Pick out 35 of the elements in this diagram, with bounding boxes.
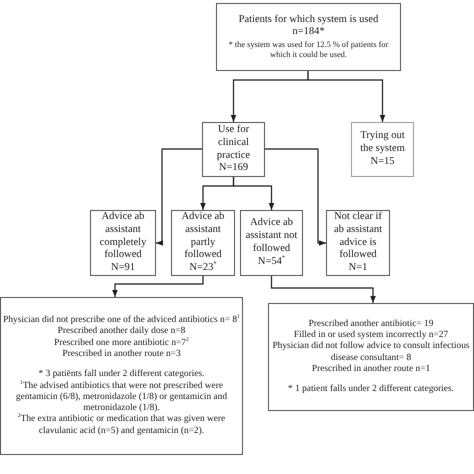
node-text: Physician did not prescribe one of the adviced antibiotics n= 8$^{1}$ bbox=[3, 315, 240, 326]
footnote: * 3 patiënts fall under 2 different categories. bbox=[38, 369, 204, 380]
node-text: Patients for which system is used n=184* bbox=[238, 14, 380, 40]
footnote: $^{1}$The advised antibiotics that were not prescribed were gentamicin (6/8), metronidazole (1/8) or gentamicin and metronidazole (1/8). bbox=[14, 380, 228, 414]
process-box bbox=[216, 3, 401, 71]
note-box bbox=[268, 303, 474, 411]
node-text: Physician did not follow advice to consult infectious disease consultant= 8 bbox=[271, 341, 471, 364]
note-box bbox=[0, 297, 243, 455]
process-box bbox=[326, 210, 390, 276]
arrow bbox=[112, 276, 204, 297]
arrow bbox=[307, 71, 386, 122]
node-text: Prescribed in another route n=1 bbox=[312, 364, 430, 376]
process-box bbox=[90, 210, 156, 276]
footnote: * the system was used for 12.5 % of patients for which it could be used. bbox=[228, 40, 388, 60]
arrow bbox=[232, 177, 274, 210]
process-box bbox=[240, 210, 303, 276]
process-box bbox=[351, 122, 414, 177]
node-text: Not clear if ab assistant advice is followed N=1 bbox=[332, 211, 384, 275]
process-box bbox=[171, 210, 235, 276]
node-text: Prescribed in another route n=3 bbox=[62, 348, 181, 360]
node-text: Advice ab assistant completely followed N=91 bbox=[98, 211, 148, 275]
node-text: Prescribed another antibiotic= 19 bbox=[308, 318, 434, 330]
footnote: * 1 patient falls under 2 different categories. bbox=[288, 384, 454, 396]
node-text: Advice ab assistant partly followed N=23$^{*}$ bbox=[180, 211, 226, 275]
process-box bbox=[202, 122, 265, 177]
arrow bbox=[265, 148, 326, 246]
node-text: Prescribed one more antibiotic n=7$^{2}$ bbox=[54, 338, 189, 349]
node-text: Advice ab assistant not followed N=54$^{*}$ bbox=[244, 217, 298, 269]
node-text: Trying out the system N=15 bbox=[359, 130, 406, 169]
node-text: Prescribed another daily dose n=8 bbox=[58, 326, 186, 338]
node-text: Filled in or used system incorrectly n=27 bbox=[294, 330, 448, 341]
footnote: $^{2}$The extra antibiotic or medication that was given were clavulanic acid (n=5) and gentamicin (n=2). bbox=[16, 414, 226, 437]
arrow bbox=[270, 276, 376, 303]
node-text: Use for clinical practice N=169 bbox=[216, 124, 252, 176]
arrow bbox=[156, 148, 202, 246]
